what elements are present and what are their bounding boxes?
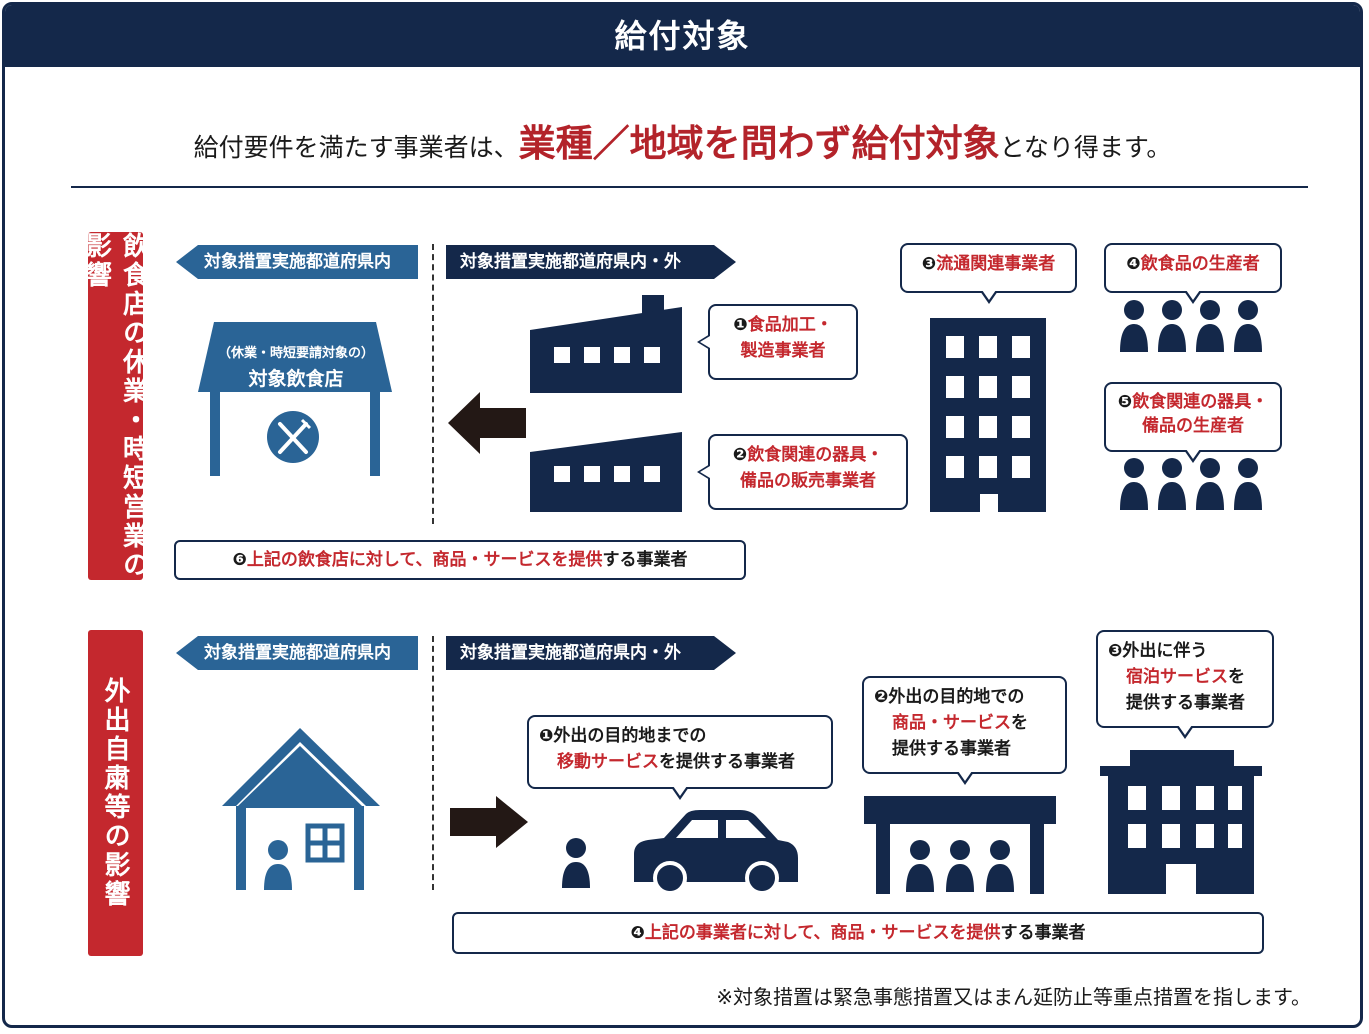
bar-text: 上記の事業者に対して、商品・サービスを提供: [644, 923, 1001, 943]
lead-post: となり得ます。: [999, 133, 1172, 162]
section2-tag-in: 対象措置実施都道府県内: [176, 636, 418, 670]
callout-text: 外出の目的地での: [888, 687, 1025, 707]
callout-num: ❶: [733, 315, 748, 335]
callout-num: ❺: [1117, 392, 1133, 412]
shop-icon: [864, 796, 1056, 894]
house-icon: [222, 728, 380, 890]
callout-text: 飲食関連の器具・: [747, 445, 884, 465]
factory-icon: [530, 295, 682, 393]
people-icon: [1120, 458, 1262, 510]
callout-num: ❸: [1108, 641, 1123, 661]
section2-bottom-bar: ❹上記の事業者に対して、商品・サービスを提供する事業者: [452, 912, 1264, 954]
callout-text: 飲食関連の器具・: [1132, 392, 1269, 412]
section2-dashed-divider: [432, 636, 434, 890]
callout-text: 備品の生産者: [1142, 416, 1244, 436]
callout-num: ❹: [1126, 254, 1141, 274]
building-icon: [930, 318, 1046, 512]
callout-text: 移動サービス: [557, 752, 659, 772]
callout-equipment-sales: ❷飲食関連の器具・ 備品の販売事業者: [697, 434, 908, 510]
bar-text: する事業者: [602, 550, 688, 570]
callout-destination: ❷外出の目的地での 商品・サービスを 提供する事業者: [862, 676, 1067, 785]
people-icon: [1120, 300, 1262, 352]
lead-text: 給付要件を満たす事業者は、業種／地域を問わず給付対象となり得ます。: [5, 113, 1360, 167]
car-icon: [634, 810, 798, 895]
divider: [71, 186, 1308, 188]
section2-label: 外出自粛等の影響: [88, 630, 143, 956]
bar-text: する事業者: [1000, 923, 1086, 943]
callout-num: ❷: [732, 445, 748, 465]
callout-num: ❶: [539, 726, 554, 746]
callout-text: 食品加工・: [747, 315, 833, 335]
section1-label: 飲食店の休業・時短営業の影響: [81, 232, 149, 580]
hotel-icon: [1100, 750, 1262, 894]
footnote: ※対象措置は緊急事態措置又はまん延防止等重点措置を指します。: [716, 985, 1311, 1009]
page-title: 給付対象: [5, 5, 1360, 67]
arrow-right-icon: [450, 796, 528, 848]
callout-text: 備品の販売事業者: [740, 471, 876, 491]
factory-icon: [530, 432, 682, 512]
callout-text: 製造事業者: [740, 341, 826, 361]
bar-num: ❻: [232, 550, 247, 570]
restaurant-gate-icon: [198, 322, 392, 476]
callout-text: を: [1228, 667, 1245, 687]
bar-num: ❹: [630, 923, 645, 943]
callout-transport: ❶外出の目的地までの 移動サービスを提供する事業者: [527, 715, 833, 800]
section1-dashed-divider: [432, 244, 434, 524]
restaurant-title: 対象飲食店: [248, 368, 344, 390]
section1-tag-in: 対象措置実施都道府県内: [176, 245, 418, 279]
restaurant-subtitle: （休業・時短要請対象の）: [217, 346, 374, 361]
fork-knife-icon: [267, 411, 319, 463]
callout-num: ❸: [921, 254, 937, 274]
callout-text: を: [1011, 713, 1028, 733]
section1-bottom-bar: ❻上記の飲食店に対して、商品・サービスを提供する事業者: [174, 540, 746, 580]
callout-food-processing: ❶食品加工・ 製造事業者: [697, 304, 858, 380]
callout-text: 提供する事業者: [892, 739, 1011, 759]
callout-text: を提供する事業者: [659, 752, 795, 772]
callout-lodging: ❸外出に伴う 宿泊サービスを 提供する事業者: [1096, 630, 1274, 739]
callout-text: 流通関連事業者: [936, 254, 1056, 274]
callout-text: 宿泊サービス: [1126, 667, 1228, 687]
callout-num: ❷: [874, 687, 889, 707]
callout-text: 商品・サービス: [892, 713, 1011, 733]
callout-text: 飲食品の生産者: [1140, 254, 1260, 274]
lead-pre: 給付要件を満たす事業者は、: [193, 133, 519, 162]
bar-text: 上記の飲食店に対して、商品・サービスを提供: [246, 550, 603, 570]
callout-food-producers: ❹飲食品の生産者: [1104, 243, 1282, 304]
arrow-left-icon: [448, 392, 526, 454]
callout-text: 外出に伴う: [1122, 641, 1208, 661]
lead-highlight: 業種／地域を問わず給付対象: [518, 122, 1000, 165]
person-icon: [562, 838, 590, 888]
callout-distribution: ❸流通関連事業者: [900, 243, 1077, 304]
section2-tag-out: 対象措置実施都道府県内・外: [446, 636, 736, 670]
callout-equipment-producers: ❺飲食関連の器具・ 備品の生産者: [1104, 382, 1282, 463]
callout-text: 外出の目的地までの: [553, 726, 707, 746]
section1-tag-out: 対象措置実施都道府県内・外: [446, 245, 736, 279]
callout-text: 提供する事業者: [1126, 693, 1245, 713]
